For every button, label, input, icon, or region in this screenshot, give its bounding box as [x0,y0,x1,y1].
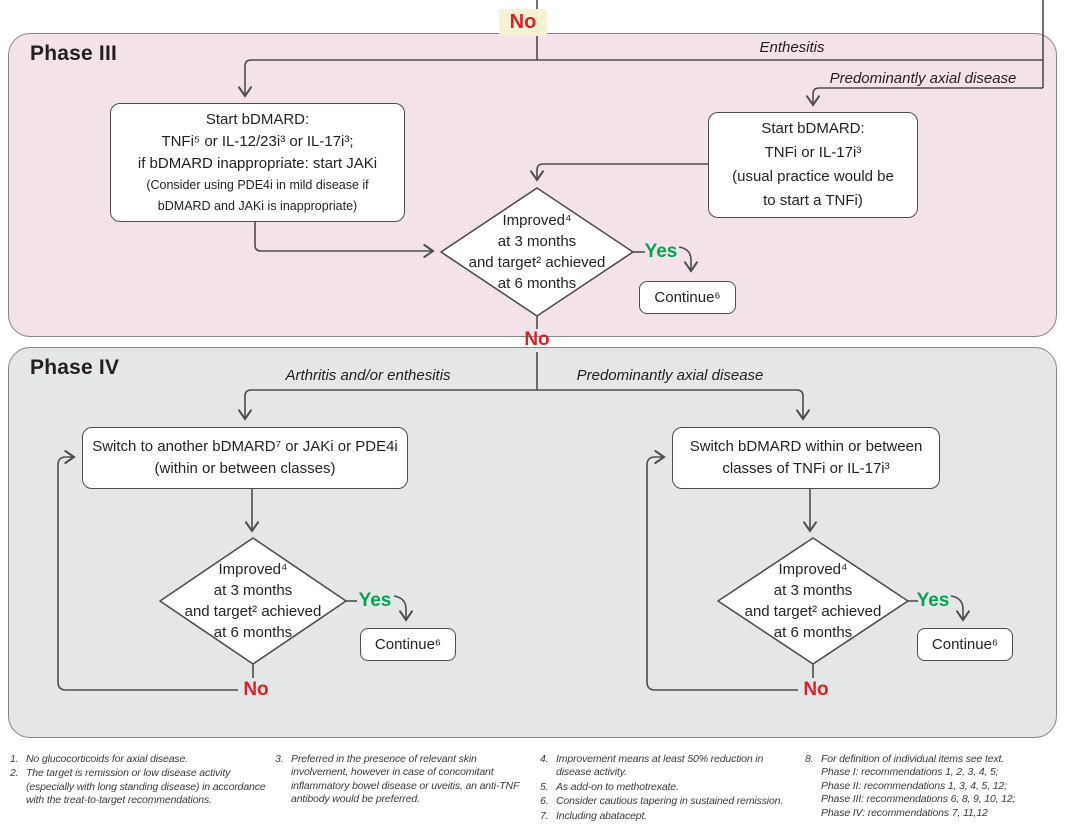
footnote-2-text: The target is remission or low disease a… [26,767,266,807]
footnote-8: 8. For definition of individual items se… [805,753,1060,820]
yes-label-p4-right: Yes [916,590,950,611]
rightbox-to-diamond-p3 [530,163,708,182]
start-bdmard-axial-text: Start bDMARD: TNFi or IL-17i³ (usual pra… [732,120,894,209]
axial-branch-line-p4 [537,389,810,421]
axial-branch-line-p3 [806,87,1043,107]
branch-label-axial-p4: Predominantly axial disease [576,367,764,384]
footnote-6-text: Consider cautious tapering in sustained … [556,795,784,808]
footnote-5-text: As add-on to methotrexate. [556,780,679,793]
phase4-title: Phase IV [30,356,120,379]
footnote-4: 4. Improvement means at least 50% reduct… [540,753,802,780]
footnote-2: 2. The target is remission or low diseas… [10,767,272,807]
yes-arrow-p3 [678,246,698,273]
footnote-column-3: 4. Improvement means at least 50% reduct… [540,753,802,824]
no-label-p3: No [524,329,550,350]
start-bdmard-main-text: Start bDMARD: TNFi⁵ or IL-12/23i³ or IL-… [137,110,378,172]
footnote-1-number: 1. [10,753,19,765]
footnote-4-text: Improvement means at least 50% reduction… [556,753,764,779]
footnote-1: 1. No glucocorticoids for axial disease. [10,753,272,766]
footnote-column-2: 3. Preferred in the presence of relevant… [275,753,537,808]
continue-box-p4-right: Continue⁶ [917,628,1013,661]
switch-bdmard-right-text: Switch bDMARD within or between classes … [689,438,923,477]
start-bdmard-box-p3: Start bDMARD: TNFi⁵ or IL-12/23i³ or IL-… [110,103,405,222]
no-loop-p4-right [646,450,798,691]
branch-label-enthesitis: Enthesitis [759,39,825,56]
switch-bdmard-box-p4-right: Switch bDMARD within or between classes … [672,427,940,489]
footnote-6: 6. Consider cautious tapering in sustain… [540,795,802,808]
phase3-title: Phase III [30,42,118,65]
leftbox-to-diamond-p3 [254,222,435,258]
yes-arrow-p4-right [950,595,970,622]
arthritis-branch-line-p4 [238,389,537,421]
footnote-4-number: 4. [540,753,549,765]
switch-bdmard-left-text: Switch to another bDMARD⁷ or JAKi or PDE… [92,438,398,477]
decision-text-p3: Improved⁴ at 3 months and target² achiev… [468,212,606,292]
yes-arrow-p4-left [393,595,413,622]
footnote-1-text: No glucocorticoids for axial disease. [26,753,188,765]
footnote-3-number: 3. [275,753,284,765]
start-bdmard-note-text: (Consider using PDE4i in mild disease if… [146,177,369,213]
footnote-column-1: 1. No glucocorticoids for axial disease.… [10,753,272,809]
footnote-7: 7. Including abatacept. [540,810,802,823]
footnote-3-text: Preferred in the presence of relevant sk… [291,753,520,806]
footnote-3: 3. Preferred in the presence of relevant… [275,753,537,807]
no-loop-p4-left [57,450,238,691]
footnote-2-number: 2. [10,767,19,780]
footnote-7-number: 7. [540,809,549,822]
switch-bdmard-box-p4-left: Switch to another bDMARD⁷ or JAKi or PDE… [82,427,408,489]
branch-label-arthritis-p4: Arthritis and/or enthesitis [285,367,451,384]
continue-box-p4-left: Continue⁶ [360,628,456,661]
decision-text-p4-right: Improved⁴ at 3 months and target² achiev… [744,561,882,641]
footnote-7-text: Including abatacept. [556,809,647,822]
footnote-8-text: For definition of individual items see t… [821,753,1016,819]
decision-text-p4-left: Improved⁴ at 3 months and target² achiev… [184,561,322,641]
phase4-panel [8,347,1057,738]
yes-label-p3: Yes [644,241,678,262]
branch-label-axial-p3: Predominantly axial disease [829,70,1017,87]
phase2-no-badge: No [499,9,547,36]
no-label-p4-left: No [243,679,269,700]
footnote-6-number: 6. [540,795,549,808]
no-label-p4-right: No [803,679,829,700]
footnote-5-number: 5. [540,780,549,793]
footnote-column-4: 8. For definition of individual items se… [805,753,1060,821]
start-bdmard-axial-box-p3: Start bDMARD: TNFi or IL-17i³ (usual pra… [708,112,918,218]
footnote-8-number: 8. [805,753,814,765]
yes-label-p4-left: Yes [358,590,392,611]
continue-box-p3: Continue⁶ [639,281,736,314]
enthesitis-branch-line [238,59,1043,98]
footnote-5: 5. As add-on to methotrexate. [540,781,802,794]
